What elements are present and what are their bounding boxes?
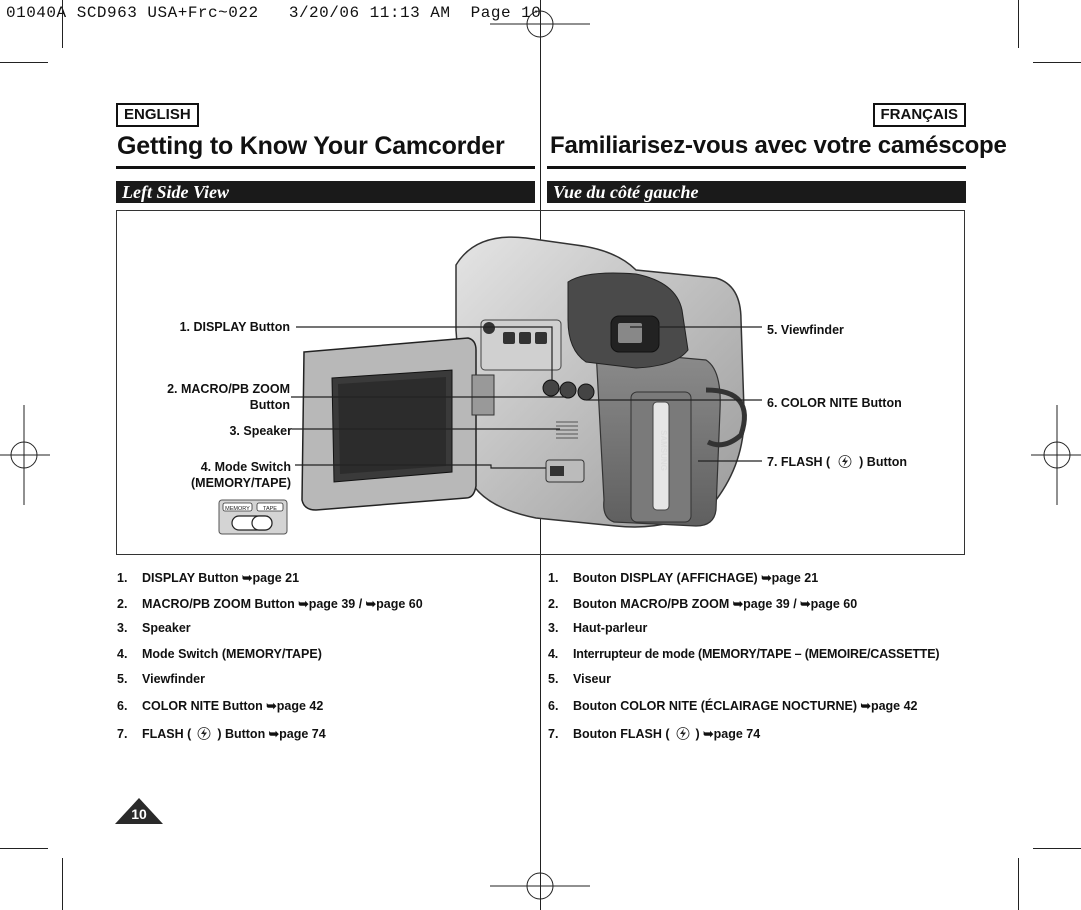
list-item: 1.Bouton DISPLAY (AFFICHAGE) ➥page 21: [548, 570, 818, 585]
list-item: 2.MACRO/PB ZOOM Button ➥page 39 / ➥page …: [117, 596, 423, 611]
list-item: 5.Viseur: [548, 672, 611, 686]
list-item: 3.Speaker: [117, 621, 191, 635]
page-number: 10: [131, 806, 147, 822]
list-item: 6.Bouton COLOR NITE (ÉCLAIRAGE NOCTURNE)…: [548, 698, 918, 713]
page-number-badge: 10: [115, 798, 163, 826]
parts-list-french: 1.Bouton DISPLAY (AFFICHAGE) ➥page 21 2.…: [548, 0, 973, 910]
list-item: 4.Interrupteur de mode (MEMORY/TAPE – (M…: [548, 647, 939, 661]
list-item: 7.FLASH () Button ➥page 74: [117, 726, 326, 741]
list-item: 4.Mode Switch (MEMORY/TAPE): [117, 647, 322, 661]
list-item: 3.Haut-parleur: [548, 621, 647, 635]
list-item: 5.Viewfinder: [117, 672, 205, 686]
list-item: 1.DISPLAY Button ➥page 21: [117, 570, 299, 585]
list-item: 2.Bouton MACRO/PB ZOOM ➥page 39 / ➥page …: [548, 596, 857, 611]
flash-icon: [197, 727, 211, 740]
list-item: 6.COLOR NITE Button ➥page 42: [117, 698, 323, 713]
parts-list-english: 1.DISPLAY Button ➥page 21 2.MACRO/PB ZOO…: [117, 0, 537, 910]
list-item: 7.Bouton FLASH () ➥page 74: [548, 726, 760, 741]
flash-icon: [676, 727, 690, 740]
